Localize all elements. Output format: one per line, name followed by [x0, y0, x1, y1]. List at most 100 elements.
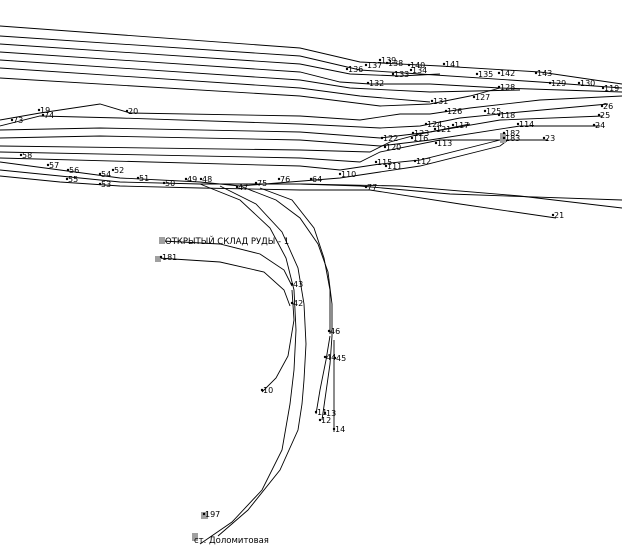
- switch-point-dot: [383, 145, 387, 149]
- station-label-dolomite: ст. Доломитовая: [194, 536, 269, 546]
- switch-point-label: 113: [437, 139, 452, 148]
- track-line: [0, 123, 471, 153]
- station-marker: [159, 237, 165, 244]
- switch-point-label: 48: [202, 175, 212, 184]
- switch-point-label: 114: [519, 120, 534, 129]
- switch-point-label: 20: [128, 107, 138, 116]
- switch-point-label: 14: [335, 425, 345, 434]
- switch-point-dot: [497, 71, 501, 75]
- switch-point-dot: [424, 122, 428, 126]
- switch-point-dot: [37, 108, 41, 112]
- switch-point-dot: [277, 177, 281, 181]
- switch-point-label: 139: [381, 56, 396, 65]
- switch-point-label: 64: [312, 175, 322, 184]
- switch-point-label: 58: [22, 151, 32, 160]
- track-line: [0, 43, 441, 77]
- switch-point-label: 74: [44, 111, 54, 120]
- switch-point-label: 128: [500, 83, 515, 92]
- switch-point-dot: [333, 356, 337, 360]
- switch-point-dot: [323, 411, 327, 415]
- switch-point-dot: [502, 136, 506, 140]
- switch-point-dot: [577, 81, 581, 85]
- switch-point-dot: [413, 159, 417, 163]
- switch-point-dot: [364, 63, 368, 67]
- switch-point-dot: [551, 213, 555, 217]
- track-line: [315, 335, 331, 415]
- switch-point-label: 127: [475, 93, 490, 102]
- switch-point-dot: [497, 85, 501, 89]
- switch-point-dot: [260, 388, 264, 392]
- switch-point-dot: [592, 123, 596, 127]
- switch-point-dot: [483, 109, 487, 113]
- track-line: [0, 125, 600, 147]
- switch-point-dot: [374, 160, 378, 164]
- switch-point-dot: [601, 86, 605, 90]
- switch-point-label: 13: [326, 409, 336, 418]
- track-line: [0, 139, 548, 163]
- switch-point-dot: [290, 282, 294, 286]
- switch-point-label: 143: [537, 69, 552, 78]
- switch-point-dot: [111, 168, 115, 172]
- station-marker: [192, 533, 198, 541]
- switch-point-label: 181: [162, 253, 177, 262]
- switch-point-label: 116: [413, 134, 428, 143]
- switch-point-label: 50: [165, 179, 175, 188]
- switch-point-label: 138: [388, 59, 403, 68]
- switch-point-dot: [410, 136, 414, 140]
- track-line: [0, 115, 604, 139]
- switch-point-dot: [309, 177, 313, 181]
- switch-point-label: 124: [427, 120, 442, 129]
- switch-point-label: 120: [386, 143, 401, 152]
- switch-point-dot: [46, 163, 50, 167]
- switch-point-dot: [98, 182, 102, 186]
- switch-point-dot: [534, 71, 538, 75]
- switch-point-dot: [98, 172, 102, 176]
- switch-point-dot: [391, 72, 395, 76]
- switch-point-dot: [290, 301, 294, 305]
- switch-point-label: 197: [205, 510, 220, 519]
- switch-point-label: 135: [478, 70, 493, 79]
- switch-point-label: 132: [369, 79, 384, 88]
- switch-point-dot: [65, 177, 69, 181]
- switch-point-dot: [125, 109, 129, 113]
- switch-point-label: 10: [263, 386, 273, 395]
- switch-point-label: 23: [545, 134, 555, 143]
- switch-point-dot: [433, 127, 437, 131]
- switch-point-label: 53: [101, 180, 111, 189]
- switch-point-label: 134: [412, 66, 427, 75]
- switch-point-dot: [378, 58, 382, 62]
- track-line: [0, 51, 622, 93]
- track-lines: [0, 25, 622, 545]
- switch-point-label: 76: [280, 175, 290, 184]
- switch-point-label: 47: [238, 183, 248, 192]
- track-line: [0, 35, 622, 89]
- track-line: [0, 77, 501, 107]
- track-line: [261, 289, 295, 393]
- switch-point-dot: [516, 122, 520, 126]
- switch-point-dot: [548, 81, 552, 85]
- switch-point-dot: [366, 81, 370, 85]
- track-line: [0, 175, 557, 219]
- switch-point-dot: [10, 118, 14, 122]
- switch-point-dot: [497, 113, 501, 117]
- track-line: [157, 257, 291, 307]
- switch-point-dot: [338, 172, 342, 176]
- switch-point-dot: [444, 109, 448, 113]
- switch-point-dot: [434, 141, 438, 145]
- track-line: [0, 139, 509, 187]
- switch-point-dot: [327, 329, 331, 333]
- switch-point-label: 19: [40, 106, 50, 115]
- switch-point-dot: [380, 136, 384, 140]
- switch-point-dot: [41, 113, 45, 117]
- switch-point-dot: [451, 123, 455, 127]
- switch-point-label: 129: [551, 79, 566, 88]
- track-line: [0, 67, 431, 103]
- track-line: [299, 183, 622, 209]
- switch-point-dot: [597, 113, 601, 117]
- switch-point-dot: [475, 72, 479, 76]
- switch-point-dot: [162, 181, 166, 185]
- track-line: [0, 95, 622, 121]
- station-marker: [201, 512, 208, 519]
- switch-point-label: 130: [580, 79, 595, 88]
